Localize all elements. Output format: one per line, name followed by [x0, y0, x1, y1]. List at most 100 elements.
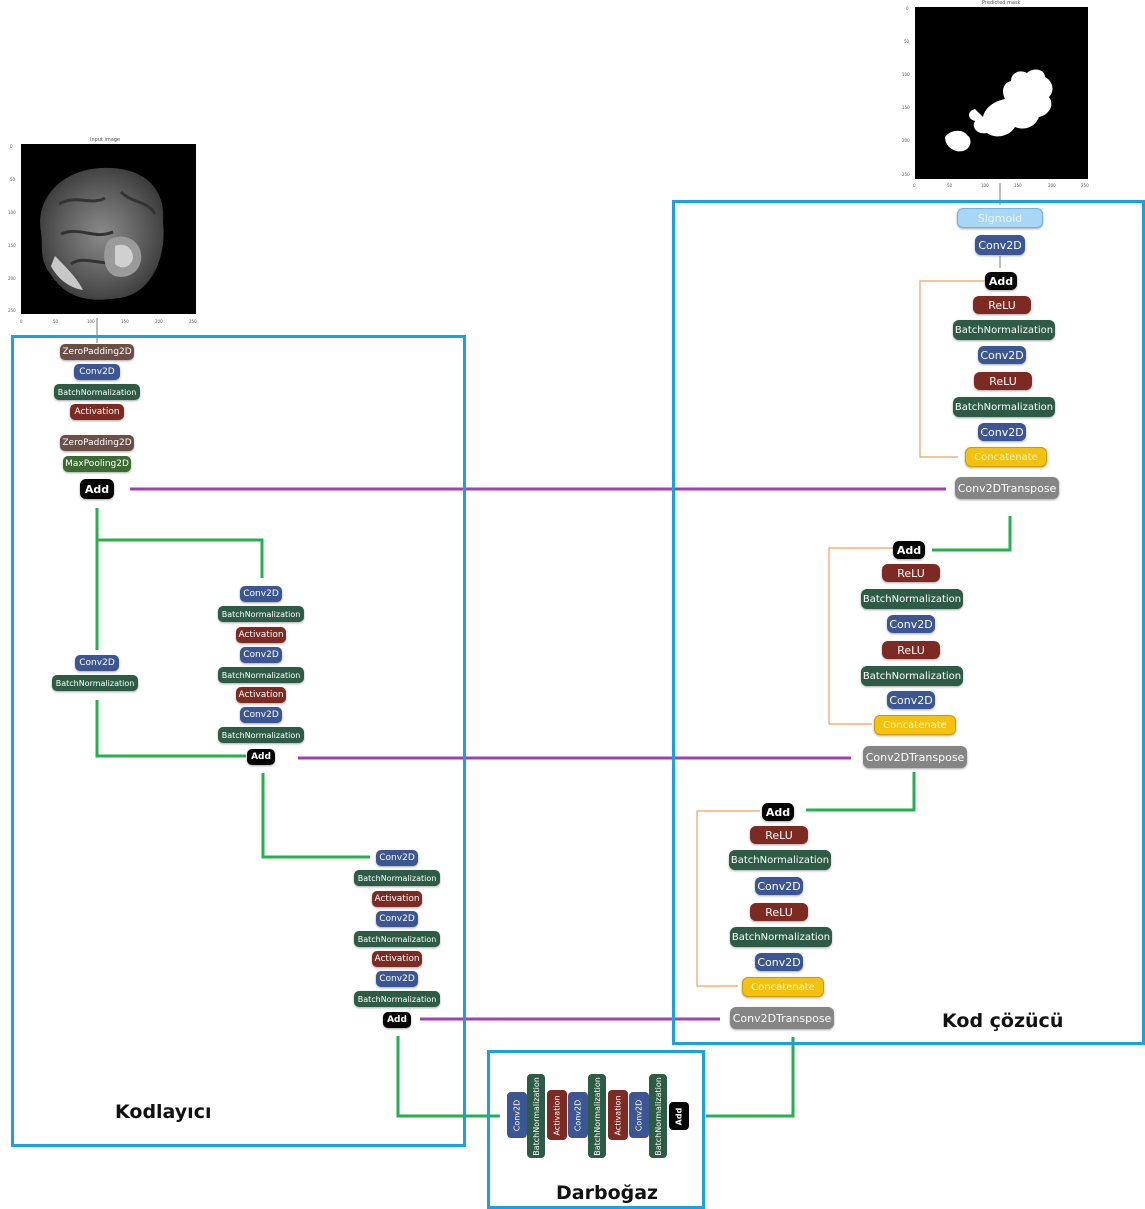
input-x-tick: 0 [20, 319, 23, 324]
conv2d-layer: Conv2D [887, 691, 935, 709]
residual-line-g [806, 772, 916, 812]
activation-layer: Activation [608, 1090, 628, 1140]
input-image-frame [21, 144, 196, 314]
add-layer: Add [985, 272, 1017, 290]
segmentation-mask-image [945, 69, 1053, 152]
activation-layer: Activation [236, 687, 286, 703]
conv2d-layer: Conv2D [568, 1092, 588, 1138]
add-layer: Add [669, 1102, 689, 1130]
concatenate-layer: Concatenate [742, 977, 824, 997]
output-x-tick: 100 [981, 183, 989, 188]
conv2d-layer: Conv2D [978, 423, 1026, 441]
batchnorm-layer: BatchNormalization [52, 675, 138, 691]
concatenate-layer: Concatenate [874, 715, 956, 735]
conv2d-layer: Conv2D [74, 364, 120, 380]
activation-layer: Activation [372, 891, 422, 907]
batchnorm-layer: BatchNormalization [527, 1074, 545, 1158]
activation-layer: Activation [372, 951, 422, 967]
relu-layer: ReLU [882, 641, 940, 659]
conv2d-layer: Conv2D [376, 850, 418, 866]
relu-layer: ReLU [974, 372, 1032, 390]
output-y-tick: 250 [902, 172, 910, 177]
batchnorm-layer: BatchNormalization [218, 606, 304, 622]
input-x-tick: 250 [189, 319, 197, 324]
relu-layer: ReLU [750, 903, 808, 921]
residual-line-d [261, 773, 370, 859]
conv2d-layer: Conv2D [240, 707, 282, 723]
batchnorm-layer: BatchNormalization [588, 1074, 606, 1158]
residual-line-h [932, 516, 1012, 552]
output-x-tick: 250 [1081, 183, 1089, 188]
batchnorm-layer: BatchNormalization [861, 589, 963, 609]
zero-padding-layer: ZeroPadding2D [60, 435, 134, 451]
residual-line-e [396, 1036, 500, 1118]
add-layer: Add [893, 541, 925, 559]
relu-layer: ReLU [882, 564, 940, 582]
concat-bracket-1 [919, 280, 985, 458]
output-y-tick: 0 [906, 6, 909, 11]
conv2d-layer: Conv2D [240, 586, 282, 602]
decoder-label: Kod çözücü [942, 1010, 1064, 1032]
conv2d-transpose-layer: Conv2DTranspose [730, 1007, 834, 1029]
conv2d-layer: Conv2D [975, 235, 1025, 255]
relu-layer: ReLU [750, 826, 808, 844]
conv2d-transpose-layer: Conv2DTranspose [955, 477, 1059, 499]
batchnorm-layer: BatchNormalization [218, 727, 304, 743]
input-x-tick: 50 [53, 319, 59, 324]
conv2d-layer: Conv2D [75, 655, 119, 671]
input-y-tick: 50 [10, 177, 16, 182]
input-y-tick: 250 [8, 308, 16, 313]
input-x-tick: 100 [87, 319, 95, 324]
residual-line-c [95, 700, 246, 758]
output-x-tick: 0 [913, 183, 916, 188]
input-y-tick: 150 [8, 243, 16, 248]
conv2d-layer: Conv2D [978, 346, 1026, 364]
bottleneck-label: Darboğaz [556, 1182, 659, 1204]
add-layer: Add [383, 1012, 411, 1028]
add-layer: Add [247, 749, 275, 765]
encoder-region [11, 335, 466, 1147]
decoder-region [672, 200, 1145, 1045]
concat-bracket-3 [696, 810, 760, 987]
batchnorm-layer: BatchNormalization [354, 931, 440, 947]
conv2d-layer: Conv2D [376, 971, 418, 987]
conv2d-layer: Conv2D [507, 1092, 527, 1138]
batchnorm-layer: BatchNormalization [729, 850, 831, 870]
activation-layer: Activation [236, 627, 286, 643]
input-image-plot: Input image 0 50 100 150 200 250 0 50 10… [6, 136, 202, 326]
input-y-tick: 200 [8, 276, 16, 281]
batchnorm-layer: BatchNormalization [953, 397, 1055, 417]
output-y-tick: 50 [904, 39, 910, 44]
batchnorm-layer: BatchNormalization [953, 320, 1055, 340]
bottleneck-region [487, 1050, 705, 1209]
max-pooling-layer: MaxPooling2D [63, 456, 131, 472]
relu-layer: ReLU [973, 296, 1031, 314]
input-image-title: Input image [90, 137, 121, 143]
add-layer: Add [762, 803, 794, 821]
input-y-tick: 100 [8, 210, 16, 215]
concat-bracket-2 [828, 547, 893, 725]
activation-layer: Activation [70, 404, 124, 420]
batchnorm-layer: BatchNormalization [54, 384, 140, 400]
output-y-tick: 150 [902, 105, 910, 110]
encoder-label: Kodlayıcı [115, 1101, 212, 1123]
concatenate-layer: Concatenate [965, 447, 1047, 467]
brain-scan-image [40, 167, 164, 300]
output-y-tick: 100 [902, 72, 910, 77]
conv2d-layer: Conv2D [629, 1092, 649, 1138]
input-x-tick: 150 [121, 319, 129, 324]
output-x-tick: 200 [1048, 183, 1056, 188]
batchnorm-layer: BatchNormalization [218, 667, 304, 683]
conv2d-transpose-layer: Conv2DTranspose [863, 746, 967, 768]
output-x-tick: 50 [947, 183, 953, 188]
conv2d-layer: Conv2D [240, 647, 282, 663]
batchnorm-layer: BatchNormalization [354, 870, 440, 886]
input-y-tick: 0 [10, 144, 13, 149]
activation-layer: Activation [547, 1090, 567, 1140]
conv2d-layer: Conv2D [376, 911, 418, 927]
batchnorm-layer: BatchNormalization [354, 991, 440, 1007]
sigmoid-layer: Sigmoid [957, 208, 1043, 228]
residual-line-f [706, 1037, 795, 1118]
conv2d-layer: Conv2D [887, 615, 935, 633]
